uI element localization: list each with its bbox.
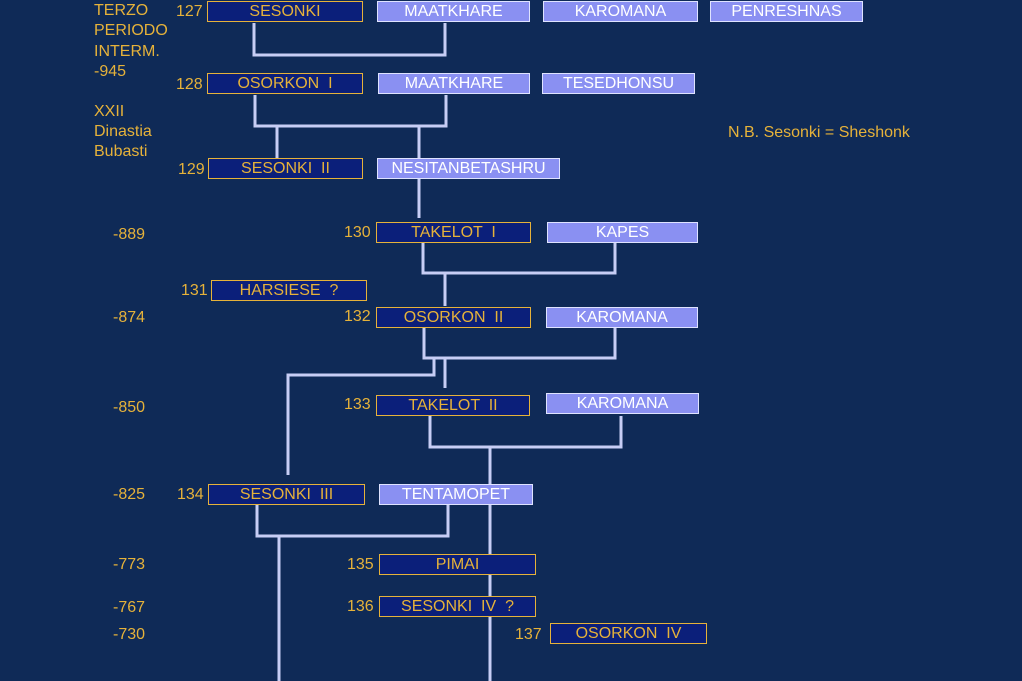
dynasty-label-line-2: Dinastia [94, 123, 152, 140]
consort-box-tesedhonsu: TESEDHONSU [542, 73, 695, 94]
consort-box-nesitanbetashru: NESITANBETASHRU [377, 158, 560, 179]
ruler-box-sesonki-iv: SESONKI IV ? [379, 596, 536, 617]
ruler-number: 133 [344, 396, 371, 413]
period-label-line-2: PERIODO [94, 22, 168, 39]
ruler-number: 136 [347, 598, 374, 615]
period-label-line-3: INTERM. [94, 43, 160, 60]
consort-box-maatkhare: MAATKHARE [378, 73, 530, 94]
consort-box-karomana: KAROMANA [546, 393, 699, 414]
ruler-box-sesonki: SESONKI [207, 1, 363, 22]
ruler-number: 134 [177, 486, 204, 503]
consort-box-tentamopet: TENTAMOPET [379, 484, 533, 505]
ruler-number: 131 [181, 282, 208, 299]
year-label: -874 [113, 309, 146, 326]
dynasty-label-line-3: Bubasti [94, 143, 148, 160]
year-label: -773 [113, 556, 146, 573]
ruler-box-sesonki-iii: SESONKI III [208, 484, 365, 505]
period-label-year: -945 [94, 63, 127, 80]
consort-box-karomana: KAROMANA [543, 1, 698, 22]
ruler-box-harsiese: HARSIESE ? [211, 280, 367, 301]
ruler-box-takelot-i: TAKELOT I [376, 222, 531, 243]
year-label: -825 [113, 486, 146, 503]
ruler-box-osorkon-ii: OSORKON II [376, 307, 531, 328]
ruler-box-takelot-ii: TAKELOT II [376, 395, 530, 416]
ruler-number: 137 [515, 626, 542, 643]
year-label: -730 [113, 626, 146, 643]
year-label: -850 [113, 399, 146, 416]
ruler-box-pimai: PIMAI [379, 554, 536, 575]
note-text: N.B. Sesonki = Sheshonk [728, 124, 910, 141]
dynasty-label-line-1: XXII [94, 103, 125, 120]
ruler-number: 127 [176, 3, 203, 20]
consort-box-kapes: KAPES [547, 222, 698, 243]
year-label: -767 [113, 599, 146, 616]
ruler-number: 132 [344, 308, 371, 325]
ruler-number: 128 [176, 76, 203, 93]
consort-box-penreshnas: PENRESHNAS [710, 1, 863, 22]
ruler-number: 130 [344, 224, 371, 241]
ruler-box-osorkon-i: OSORKON I [207, 73, 363, 94]
ruler-box-sesonki-ii: SESONKI II [208, 158, 363, 179]
ruler-number: 135 [347, 556, 374, 573]
consort-box-karomana: KAROMANA [546, 307, 698, 328]
period-label-line-1: TERZO [94, 2, 149, 19]
consort-box-maatkhare: MAATKHARE [377, 1, 530, 22]
year-label: -889 [113, 226, 146, 243]
ruler-number: 129 [178, 161, 205, 178]
ruler-box-osorkon-iv: OSORKON IV [550, 623, 707, 644]
